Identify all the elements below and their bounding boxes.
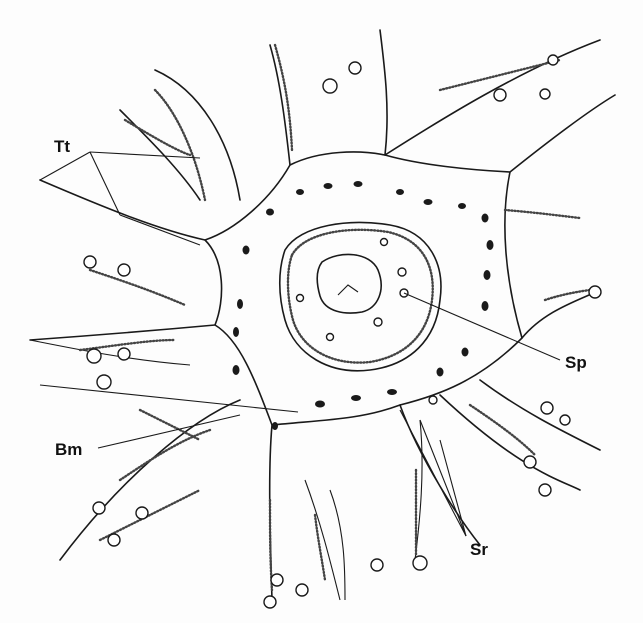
upper-right-arm [385,40,600,155]
cell-body-outline [205,152,522,425]
tubule-line [40,385,298,412]
stippled-margin [545,290,590,300]
bm-leader [98,415,240,448]
label-sr: Sr [470,540,488,559]
arm [155,70,240,200]
lower-arm [480,380,600,450]
nucleolus [317,254,381,313]
sr-leaders [400,410,466,536]
tubule-line [305,480,340,600]
left-arm [30,325,215,340]
lower-arm [440,395,580,490]
stippled-margin [100,490,200,540]
stippled-margin [275,45,292,150]
label-bm: Bm [55,440,82,459]
nucleolus-crack [338,285,358,295]
label-tt: Tt [54,137,70,156]
stippled-margin [155,90,205,200]
arm-vesicles [84,55,601,608]
nuclei-ring [233,181,494,430]
label-sp: Sp [565,353,587,372]
stippled-margin [505,210,580,218]
lower-left-arm [60,400,240,560]
upper-arm [380,30,387,155]
tubule-line [30,340,190,365]
lower-arm [400,405,480,545]
right-arm [522,290,600,338]
stippled-margin [120,430,210,480]
tt-leaders [40,152,200,245]
upper-right-arm [510,95,615,172]
stippled-margin [90,270,185,305]
tubule-line [330,490,345,600]
sp-leader [404,293,560,360]
stippled-margin [140,410,200,440]
left-arm [40,180,205,240]
